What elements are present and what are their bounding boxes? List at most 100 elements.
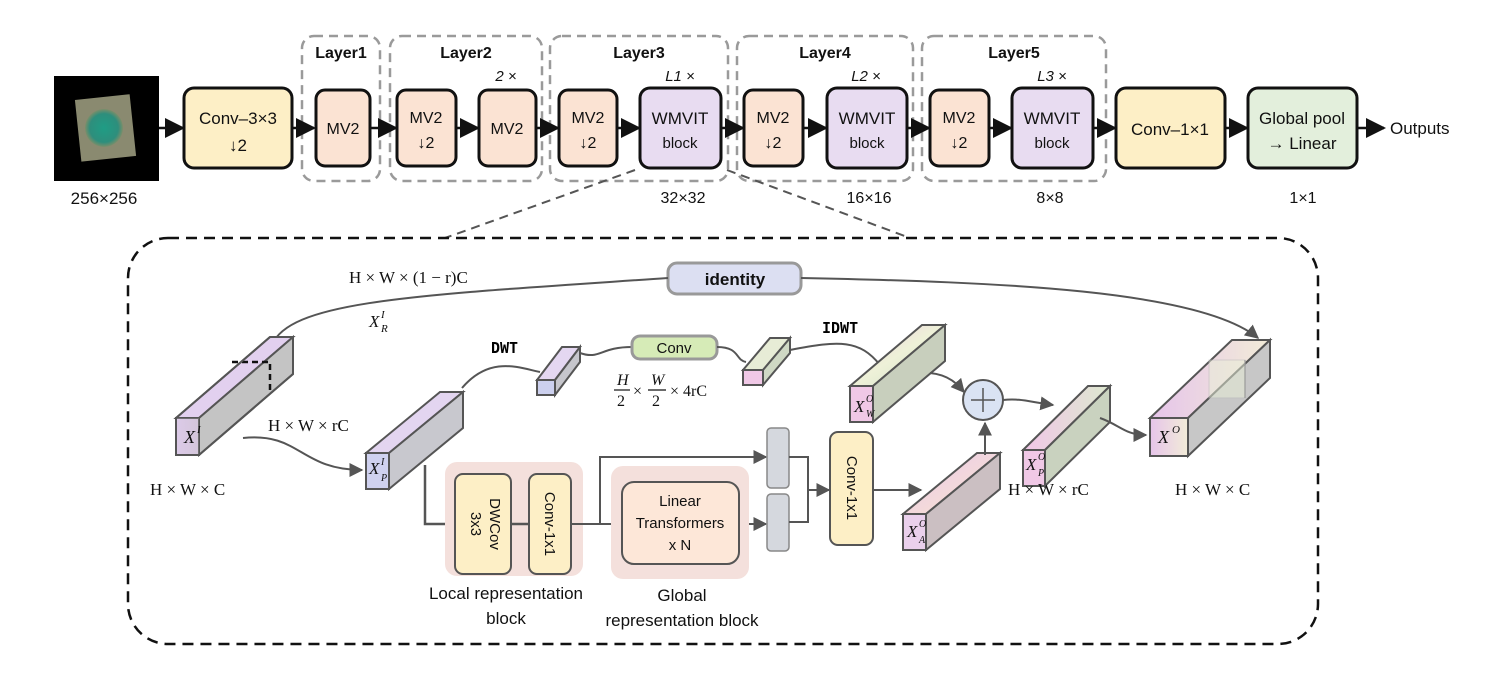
svg-text:MV2: MV2 <box>327 121 360 138</box>
layer2-repeat: 2 × <box>494 68 516 85</box>
svg-text:Conv-1x1: Conv-1x1 <box>843 456 860 520</box>
linear-transformers-block: Linear Transformers x N <box>621 481 740 565</box>
svg-text:X: X <box>368 459 380 478</box>
svg-text:A: A <box>918 535 926 546</box>
svg-text:2: 2 <box>617 393 625 410</box>
svg-text:X: X <box>906 522 918 541</box>
hwrc-label: H × W × rC <box>268 416 349 435</box>
svg-text:MV2: MV2 <box>943 110 976 127</box>
svg-text:Conv: Conv <box>656 340 692 357</box>
size-32: 32×32 <box>661 190 706 207</box>
top-dim-label: H × W × (1 − r)C <box>349 268 468 287</box>
x-p-out-tensor <box>1020 383 1113 489</box>
wmvit-block-layer3: WMVIT block <box>638 86 723 170</box>
x-po-label: X O P <box>1025 452 1045 479</box>
mv2-layer2: MV2 <box>477 88 538 168</box>
input-tensor-front <box>175 336 294 456</box>
svg-text:MV2: MV2 <box>757 110 790 127</box>
svg-text:X: X <box>183 427 196 447</box>
zoom-line-right <box>726 169 911 239</box>
zoom-line-left <box>444 169 636 239</box>
mv2-down-layer2: MV2 ↓2 <box>395 88 458 168</box>
svg-text:X: X <box>853 397 865 416</box>
svg-text:×: × <box>633 383 642 400</box>
dwconv-block: DWCov 3x3 <box>454 473 512 575</box>
add-to-xp-path <box>1002 396 1055 411</box>
x-p-tensor <box>363 389 466 492</box>
x-w-label: X O W <box>853 394 876 420</box>
conv-small-block: Conv <box>630 334 719 361</box>
wmvit-detail-panel <box>126 236 1320 646</box>
layer4-repeat: L2 × <box>851 68 881 85</box>
identity-in-path <box>271 277 669 346</box>
svg-text:MV2: MV2 <box>491 121 524 138</box>
svg-text:WMVIT: WMVIT <box>1024 109 1081 128</box>
conv1x1-fusion-block: Conv-1x1 <box>829 431 874 546</box>
mv2-layer1: MV2 <box>314 88 372 168</box>
svg-text:→ Linear: → Linear <box>1268 134 1337 153</box>
concat-merge-paths <box>789 456 831 523</box>
size-16: 16×16 <box>847 190 892 207</box>
conv1x1-block: Conv–1×1 <box>1114 86 1227 170</box>
svg-text:X: X <box>1157 427 1170 447</box>
svg-text:I: I <box>196 424 202 436</box>
svg-text:Linear: Linear <box>659 493 701 510</box>
svg-text:O: O <box>866 394 873 405</box>
hwc-label: H × W × C <box>150 480 225 499</box>
svg-text:↓2: ↓2 <box>229 136 247 155</box>
svg-text:↓2: ↓2 <box>580 135 597 152</box>
concat-bar-top <box>766 427 790 489</box>
svg-text:P: P <box>380 473 387 484</box>
layer3-group <box>548 34 730 183</box>
local-block-label-2: block <box>486 609 526 628</box>
x-w-tensor <box>847 322 948 425</box>
layer2-title: Layer2 <box>440 45 492 62</box>
svg-text:MV2: MV2 <box>410 110 443 127</box>
svg-text:MV2: MV2 <box>572 110 605 127</box>
hwc-out-label: H × W × C <box>1175 480 1250 499</box>
size-1: 1×1 <box>1289 190 1316 207</box>
hwrc-out-label: H × W × rC <box>1008 480 1089 499</box>
output-tensor-xo <box>1147 337 1273 459</box>
input-size-label: 256×256 <box>71 189 138 208</box>
svg-text:Transformers: Transformers <box>636 515 725 532</box>
svg-text:↓2: ↓2 <box>418 135 435 152</box>
wmvit-block-layer5: WMVIT block <box>1010 86 1095 170</box>
svg-text:W: W <box>651 372 666 389</box>
svg-text:3x3: 3x3 <box>467 512 484 536</box>
svg-text:DWCov: DWCov <box>486 498 503 550</box>
mv2-down-layer3: MV2 ↓2 <box>557 88 619 168</box>
svg-text:X: X <box>1025 455 1037 474</box>
dwt-small-tensor <box>534 344 583 398</box>
add-circle-icon <box>962 379 1004 421</box>
identity-block: identity <box>666 261 803 296</box>
idwt-path <box>789 342 881 366</box>
svg-text:× 4rC: × 4rC <box>670 383 707 400</box>
svg-text:Conv-1x1: Conv-1x1 <box>541 492 558 556</box>
x-i-label: X I <box>183 424 202 447</box>
concat-bar-bottom <box>766 493 790 552</box>
dwt-label: DWT <box>491 339 518 357</box>
layer4-group <box>735 34 915 183</box>
svg-text:I: I <box>380 309 386 321</box>
svg-text:P: P <box>1037 468 1044 479</box>
identity-out-path <box>800 277 1260 339</box>
layer1-title: Layer1 <box>315 45 367 62</box>
conv-out-small-tensor <box>740 335 793 388</box>
idwt-label: IDWT <box>822 319 858 337</box>
svg-text:↓2: ↓2 <box>765 135 782 152</box>
svg-text:WMVIT: WMVIT <box>839 109 896 128</box>
x-a-label: X O A <box>906 519 926 546</box>
global-block-label-2: representation block <box>605 611 759 630</box>
xp-to-xo-path <box>1099 417 1148 442</box>
to-conv-path <box>579 346 633 357</box>
svg-text:O: O <box>919 519 926 530</box>
svg-text:W: W <box>866 409 876 420</box>
layer3-repeat: L1 × <box>665 68 695 85</box>
svg-text:block: block <box>849 135 885 152</box>
svg-text:↓2: ↓2 <box>951 135 968 152</box>
conv1x1-local-block: Conv-1x1 <box>528 473 572 575</box>
svg-text:R: R <box>380 323 388 335</box>
wmvit-block-layer4: WMVIT block <box>825 86 909 170</box>
half-dim-label: H 2 × W 2 × 4rC <box>614 372 707 410</box>
